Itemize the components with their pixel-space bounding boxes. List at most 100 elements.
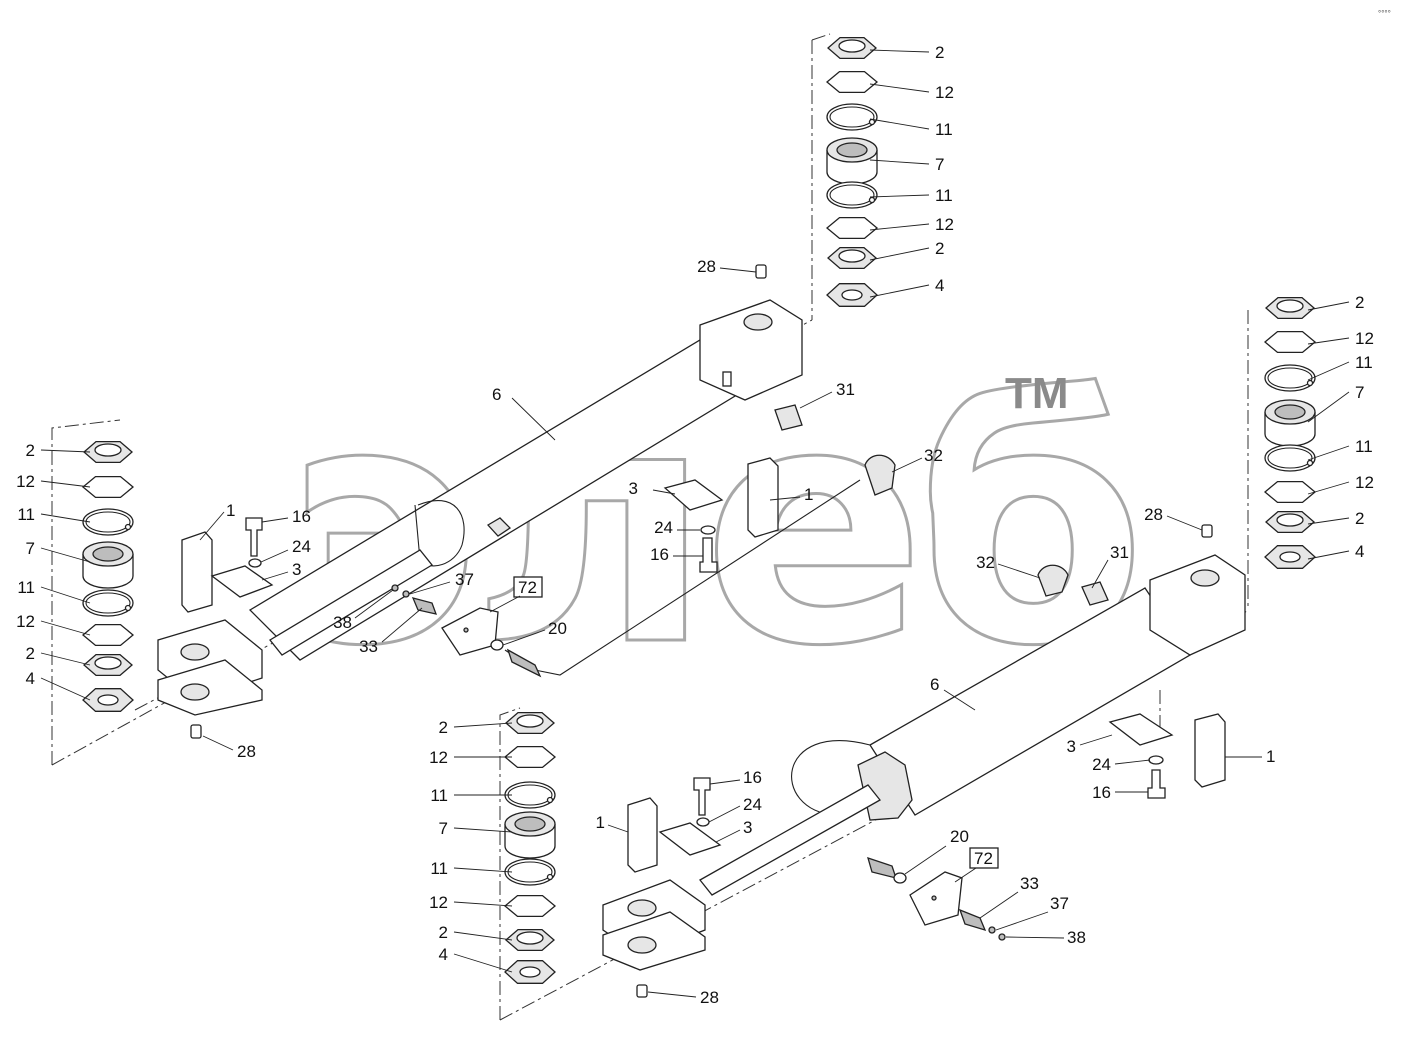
bottom-stack-label-5: 11 bbox=[430, 859, 448, 878]
lower-barrel-outline-curve bbox=[791, 740, 871, 816]
top-stack-part-4 bbox=[826, 137, 878, 185]
upper-port-a bbox=[486, 517, 512, 537]
left-stack-label-8-leader bbox=[40, 677, 91, 701]
upper-label-28-bottom: 28 bbox=[237, 742, 256, 761]
left-stack-part-4 bbox=[82, 541, 134, 589]
lower-label-20: 20 bbox=[950, 827, 969, 846]
lower-label-16-right: 16 bbox=[1092, 783, 1111, 802]
right-stack-part-1 bbox=[1265, 296, 1315, 320]
lower-label-24-left-leader bbox=[708, 805, 741, 823]
right-stack-label-2: 12 bbox=[1355, 329, 1374, 348]
left-stack-part-3 bbox=[82, 508, 134, 536]
right-stack-label-8: 4 bbox=[1355, 542, 1364, 561]
right-stack-part-6 bbox=[1263, 480, 1317, 504]
left-stack-part-2 bbox=[81, 475, 135, 499]
bottom-stack-part-8 bbox=[504, 960, 556, 984]
lower-grease-nipple-top bbox=[1201, 524, 1213, 538]
upper-label-20-leader bbox=[502, 629, 546, 646]
bottom-stack-label-7: 2 bbox=[439, 923, 448, 942]
upper-label-72-leader-anchor-leader bbox=[489, 595, 521, 613]
right-stack-label-5: 11 bbox=[1355, 437, 1373, 456]
top-stack-label-6-leader bbox=[869, 223, 930, 231]
upper-bolt-mid bbox=[699, 537, 718, 573]
lower-label-3-left-leader bbox=[715, 829, 741, 843]
upper-elbow-37 bbox=[402, 590, 410, 598]
right-stack-label-8-leader bbox=[1307, 550, 1350, 560]
left-stack-label-7: 2 bbox=[26, 644, 35, 663]
bottom-stack-part-2 bbox=[503, 745, 557, 769]
lower-label-28-bottom-leader bbox=[647, 991, 697, 998]
upper-label-3-left: 3 bbox=[292, 560, 301, 579]
right-stack-part-7 bbox=[1265, 510, 1315, 534]
top-stack-label-7: 2 bbox=[935, 239, 944, 258]
corner-mark: °°°° bbox=[1378, 9, 1391, 18]
right-stack-label-1: 2 bbox=[1355, 293, 1364, 312]
lower-piston-rod bbox=[699, 784, 881, 896]
upper-label-3-mid: 3 bbox=[629, 479, 638, 498]
lower-label-16-left: 16 bbox=[743, 768, 762, 787]
upper-label-3-left-leader bbox=[261, 571, 289, 581]
upper-label-20: 20 bbox=[548, 619, 567, 638]
bottom-stack-label-6-leader bbox=[453, 901, 513, 907]
right-stack-part-8 bbox=[1264, 545, 1316, 569]
top-stack-part-3 bbox=[826, 103, 878, 131]
top-stack-label-2-leader bbox=[869, 83, 930, 93]
lower-pin-right bbox=[1194, 713, 1226, 788]
right-stack-part-5 bbox=[1264, 444, 1316, 472]
lower-label-1-right: 1 bbox=[1266, 747, 1275, 766]
top-stack-part-2 bbox=[825, 70, 879, 94]
upper-label-6: 6 bbox=[492, 385, 501, 404]
upper-seal-20 bbox=[490, 639, 504, 651]
lower-label-28-top-leader bbox=[1166, 515, 1203, 531]
top-stack-label-5: 11 bbox=[935, 186, 953, 205]
lower-label-32: 32 bbox=[976, 553, 995, 572]
left-stack-label-2-leader bbox=[40, 480, 91, 488]
upper-piston-rod bbox=[269, 549, 433, 656]
lower-label-6: 6 bbox=[930, 675, 939, 694]
left-stack-part-5 bbox=[82, 589, 134, 617]
lower-washer-right bbox=[1148, 755, 1164, 765]
upper-label-16-left-leader bbox=[261, 517, 289, 523]
lower-label-33-leader bbox=[979, 891, 1019, 919]
upper-cylinder-assembly bbox=[51, 33, 896, 766]
bottom-stack-part-1 bbox=[505, 711, 555, 735]
lower-label-31: 31 bbox=[1110, 543, 1129, 562]
bottom-stack-part-7 bbox=[505, 928, 555, 952]
upper-label-16-left: 16 bbox=[292, 507, 311, 526]
lower-decal-72-box bbox=[969, 847, 999, 869]
upper-label-33: 33 bbox=[359, 637, 378, 656]
left-stack-label-8: 4 bbox=[26, 669, 35, 688]
upper-decal-72-box bbox=[513, 576, 543, 598]
lower-elbow-37 bbox=[988, 926, 996, 934]
upper-grease-nipple-bottom bbox=[190, 724, 202, 739]
lower-plate-right bbox=[1108, 713, 1174, 746]
left-stack-label-6-leader bbox=[40, 620, 91, 636]
top-stack-label-4-leader bbox=[869, 159, 930, 165]
top-stack-label-3: 11 bbox=[935, 120, 953, 139]
bottom-stack-label-8-leader bbox=[453, 953, 513, 973]
upper-label-31: 31 bbox=[836, 380, 855, 399]
top-stack-label-6: 12 bbox=[935, 215, 954, 234]
left-stack-label-1-leader bbox=[40, 449, 91, 453]
lower-label-37: 37 bbox=[1050, 894, 1069, 913]
lower-grease-nipple-bottom bbox=[636, 984, 648, 998]
bottom-stack-label-1-leader bbox=[453, 722, 513, 728]
watermark-trademark: TM bbox=[1005, 369, 1069, 418]
lower-label-31-leader bbox=[1091, 559, 1109, 589]
upper-label-28-bottom-leader bbox=[202, 735, 234, 751]
lower-washer-left bbox=[696, 817, 710, 827]
top-stack-label-8-leader bbox=[869, 284, 930, 298]
lower-label-1-left: 1 bbox=[596, 813, 605, 832]
bottom-stack-part-3 bbox=[504, 781, 556, 809]
lower-swivel-32 bbox=[1037, 564, 1069, 597]
top-stack-label-5-leader bbox=[869, 194, 930, 198]
left-stack-label-4: 7 bbox=[26, 539, 35, 558]
top-stack-label-7-leader bbox=[869, 247, 930, 261]
callout-labels: 2121171112242121171112242121171112242121… bbox=[16, 43, 1374, 1007]
upper-plate-left bbox=[210, 565, 274, 598]
upper-union-31 bbox=[774, 404, 803, 431]
lower-label-28-bottom: 28 bbox=[700, 988, 719, 1007]
top-stack-label-4: 7 bbox=[935, 155, 944, 174]
top-stack-label-3-leader bbox=[869, 118, 930, 130]
lower-bolt-left bbox=[693, 777, 711, 816]
